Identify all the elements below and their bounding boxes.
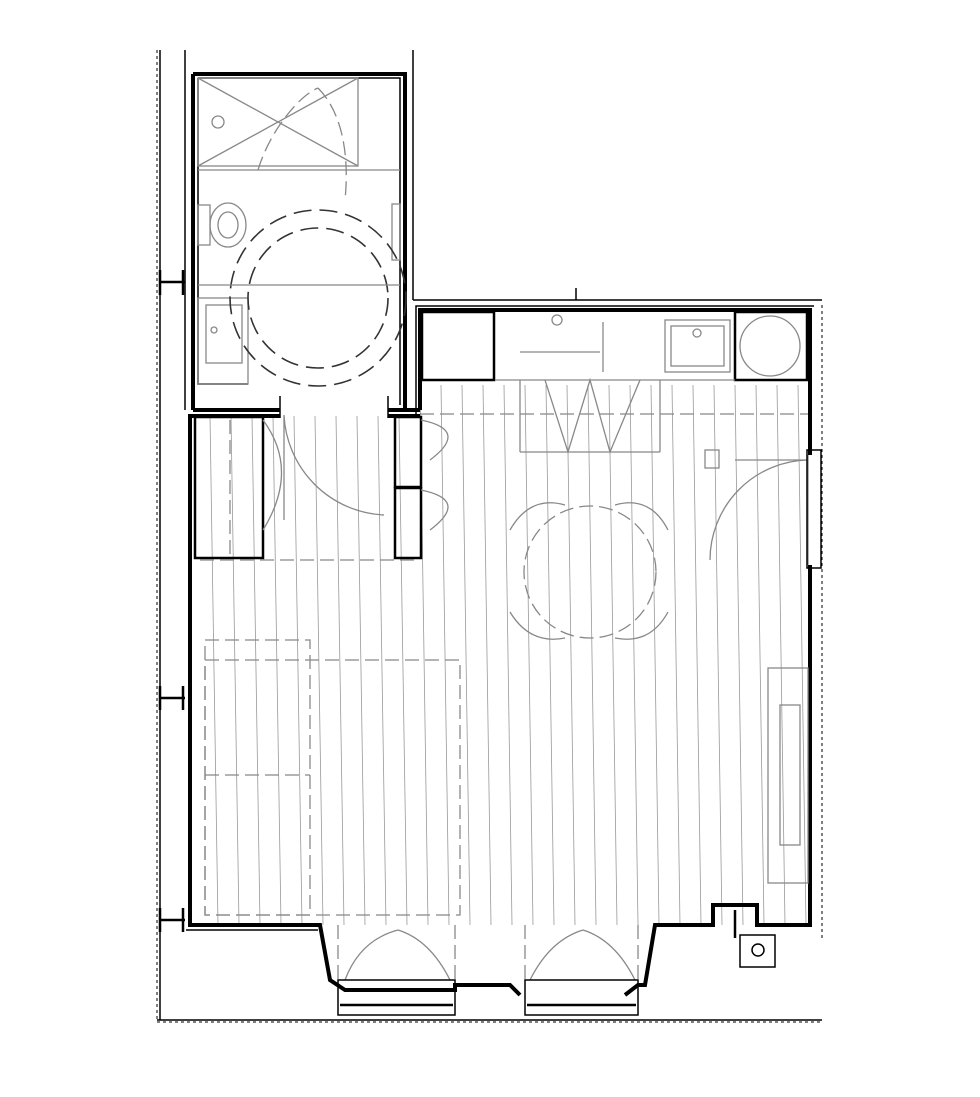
washbasin <box>197 203 401 385</box>
kitchenette <box>420 310 809 455</box>
riser <box>733 910 776 968</box>
floorboard-line <box>776 384 786 926</box>
floorboard-line <box>356 415 366 926</box>
bathroom-walls <box>191 72 420 412</box>
floorboard-line <box>314 415 324 926</box>
floorboard-line <box>566 384 576 926</box>
dining-table <box>523 505 657 639</box>
turning-circle <box>198 209 407 387</box>
dining-chairs <box>509 502 669 640</box>
shower <box>197 77 400 201</box>
bathroom-door <box>279 396 389 520</box>
floorboard-line <box>692 384 702 926</box>
floorboard-line <box>461 384 471 926</box>
floorboard-line <box>587 384 597 926</box>
floorboard-line <box>230 415 240 926</box>
floorboard-line <box>209 415 219 926</box>
floorboard-line <box>650 384 660 926</box>
toilet <box>197 202 247 248</box>
floorboard-line <box>482 384 492 926</box>
main-walls <box>186 305 814 997</box>
floorboard-line <box>713 384 723 926</box>
floorboard-line <box>503 384 513 926</box>
window-left <box>337 925 456 1016</box>
floorboard-line <box>251 415 261 926</box>
tv-unit <box>767 667 809 884</box>
floorboard-line <box>335 415 345 926</box>
floorboard-line <box>545 384 555 926</box>
floorboard-lines <box>209 384 807 926</box>
window-right <box>524 925 639 1016</box>
floorboard-line <box>797 384 807 926</box>
floorboard-line <box>755 384 765 926</box>
floorboard-line <box>272 415 282 926</box>
floorboard-line <box>293 415 303 926</box>
floorboard-line <box>629 384 639 926</box>
floorboard-line <box>398 415 408 926</box>
floorboard-line <box>734 384 744 926</box>
structural-ties <box>158 270 185 932</box>
floorboard-line <box>671 384 681 926</box>
party-wall <box>156 50 823 1023</box>
sofa <box>204 639 461 916</box>
floorboard-line <box>440 384 450 926</box>
floorboard-line <box>608 384 618 926</box>
wardrobe <box>193 415 420 561</box>
floorboard-line <box>377 415 387 926</box>
entry-cabinet <box>393 415 449 560</box>
entrance-door <box>704 449 822 569</box>
floorboard-line <box>524 384 534 926</box>
